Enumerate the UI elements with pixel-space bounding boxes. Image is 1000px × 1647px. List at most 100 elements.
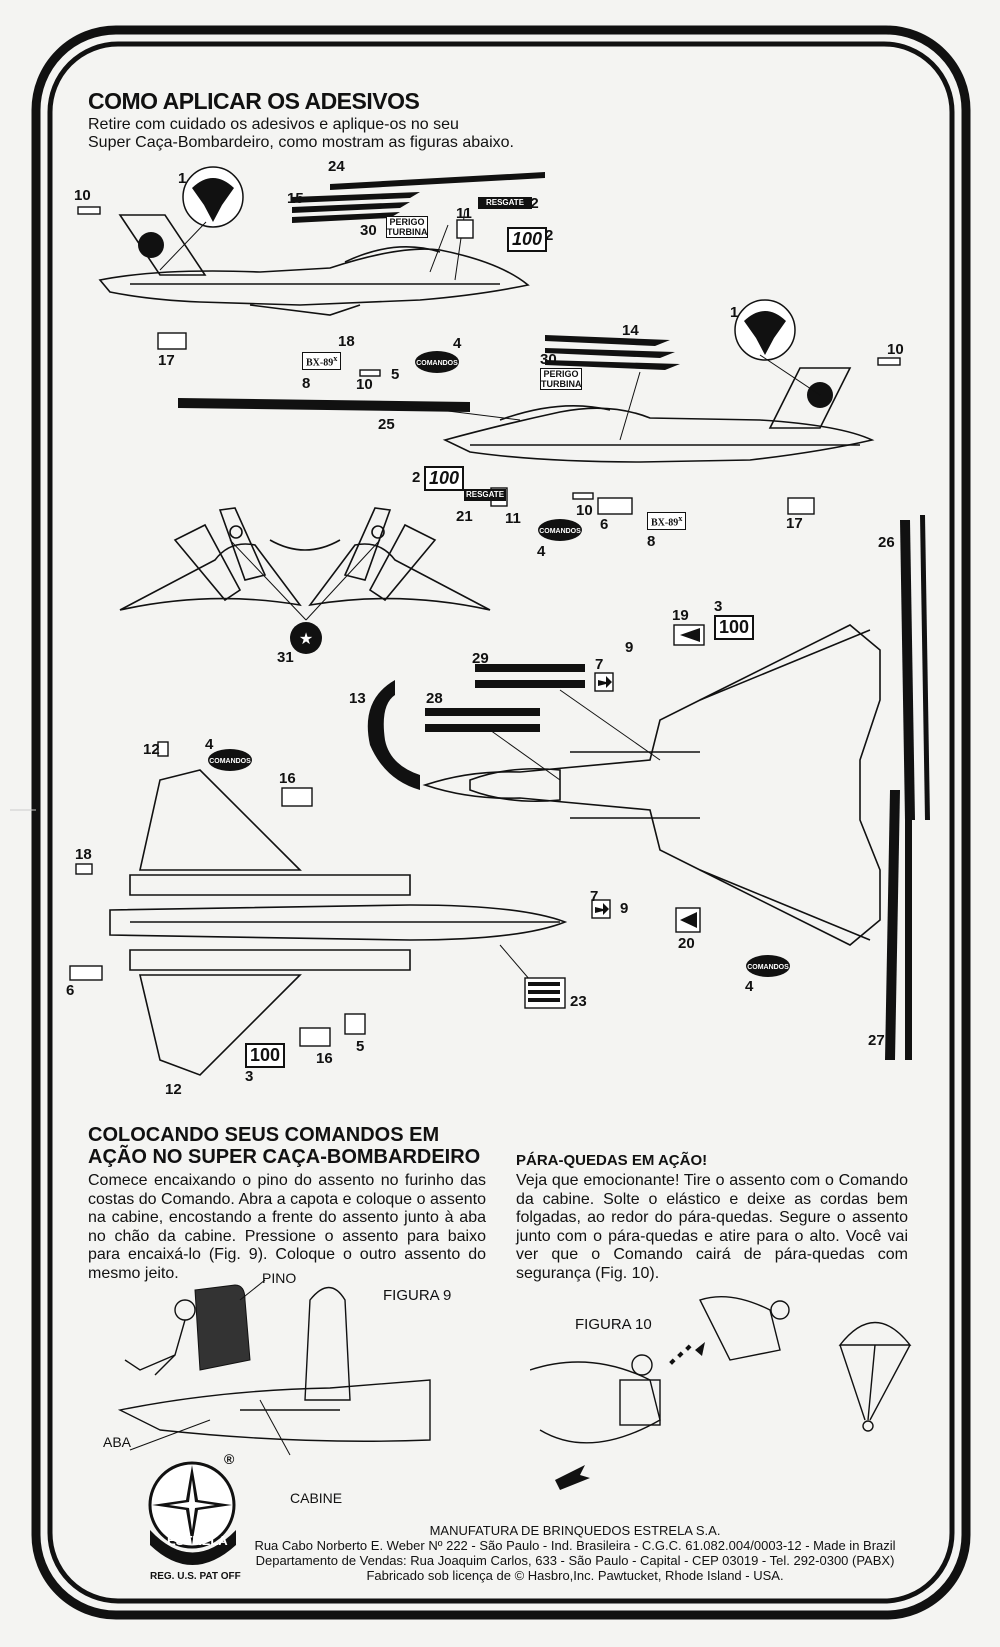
- callout-13: 13: [349, 690, 366, 707]
- section-left-body: Comece encaixando o pino do assento no f…: [88, 1172, 486, 1282]
- callout-10a: 10: [74, 187, 91, 204]
- section-right-body: Veja que emocionante! Tire o assento com…: [516, 1172, 908, 1282]
- callout-21: 21: [456, 508, 473, 525]
- callout-10d: 10: [576, 502, 593, 519]
- callout-17a: 17: [158, 352, 175, 369]
- hundred-decal-c: 100: [714, 615, 755, 640]
- callout-18a: 18: [338, 333, 355, 350]
- callout-28: 28: [426, 690, 443, 707]
- callout-26: 26: [878, 534, 895, 551]
- intro-text: Retire com cuidado os adesivos e aplique…: [88, 116, 548, 152]
- callout-15: 15: [287, 190, 304, 207]
- figure-9-illustration: [117, 1279, 431, 1456]
- star-roundel-icon: [290, 622, 322, 654]
- callout-4a: 4: [453, 335, 462, 352]
- callout-4c: 4: [205, 736, 214, 753]
- callout-17b: 17: [786, 515, 803, 532]
- jet-top-view: [422, 624, 881, 946]
- callout-11b: 11: [505, 510, 521, 527]
- heading-line-2: AÇÃO NO SUPER CAÇA-BOMBARDEIRO: [88, 1146, 481, 1168]
- callout-9a: 9: [625, 639, 634, 656]
- callout-1a: 1: [178, 170, 187, 187]
- callout-11a: 11: [456, 205, 472, 222]
- callout-8b: 8: [647, 533, 656, 550]
- callout-25: 25: [378, 416, 395, 433]
- callout-7a: 7: [595, 656, 604, 673]
- jet-bottom-view: [109, 769, 568, 1076]
- callout-30a: 30: [360, 222, 377, 239]
- callout-10b: 10: [356, 376, 373, 393]
- callout-18b: 18: [75, 846, 92, 863]
- callout-19: 19: [672, 607, 689, 624]
- callout-12a: 12: [143, 741, 160, 758]
- hundred-decal-d: 100: [245, 1043, 286, 1068]
- callout-10c: 10: [887, 341, 904, 358]
- callout-7b: 7: [590, 888, 599, 905]
- bx-decal-b: BX-89x: [647, 512, 687, 531]
- callout-1b: 1: [730, 304, 739, 321]
- callout-22: 22: [522, 195, 539, 212]
- estrela-brand-text: ESTRELA: [167, 1533, 228, 1548]
- comandos-text-b: COMANDOS: [539, 528, 581, 535]
- callout-4b: 4: [537, 543, 546, 560]
- footer-line-2: Rua Cabo Norberto E. Weber Nº 222 - São …: [254, 1538, 896, 1553]
- perigo-line1: PERIGO: [543, 369, 579, 379]
- eagle-emblem-icon: [138, 166, 833, 408]
- svg-text:★: ★: [299, 629, 313, 648]
- bx-text: BX-89: [306, 357, 334, 369]
- resgate-decal-b: RESGATE: [464, 489, 506, 501]
- figure-10-illustration: [530, 1295, 912, 1490]
- callout-12b: 12: [165, 1081, 182, 1098]
- bx-text: BX-89: [651, 517, 679, 529]
- callout-29: 29: [472, 650, 489, 667]
- callout-16b: 16: [316, 1050, 333, 1067]
- callout-9b: 9: [620, 900, 629, 917]
- intro-line-1: Retire com cuidado os adesivos e aplique…: [88, 116, 459, 133]
- figure-9-caption: FIGURA 9: [383, 1287, 452, 1304]
- decal-diagram: ★: [69, 166, 930, 1076]
- resgate-decal-a: RESGATE: [478, 197, 532, 209]
- footer-line-1: MANUFATURA DE BRINQUEDOS ESTRELA S.A.: [429, 1523, 721, 1538]
- comandos-badge-icon: [208, 351, 790, 977]
- bx-sup: x: [678, 514, 683, 523]
- hundred-decal-b: 100: [424, 466, 465, 491]
- perigo-line2: TURBINA: [387, 227, 428, 237]
- section-right-heading: PÁRA-QUEDAS EM AÇÃO!: [516, 1152, 708, 1169]
- callout-30b: 30: [540, 351, 557, 368]
- callout-20: 20: [678, 935, 695, 952]
- leader-lines: [159, 209, 821, 981]
- footer: MANUFATURA DE BRINQUEDOS ESTRELA S.A. Ru…: [250, 1523, 900, 1583]
- footer-line-4: Fabricado sob licença de © Hasbro,Inc. P…: [366, 1568, 784, 1583]
- callout-14: 14: [622, 322, 639, 339]
- heading-line-1: COLOCANDO SEUS COMANDOS EM: [88, 1124, 440, 1146]
- callout-16a: 16: [279, 770, 296, 787]
- tail-view: [119, 507, 491, 611]
- callout-6b: 6: [66, 982, 75, 999]
- page-title: COMO APLICAR OS ADESIVOS: [88, 88, 420, 114]
- label-pino: PINO: [262, 1270, 297, 1286]
- label-cabine: CABINE: [290, 1490, 343, 1506]
- footer-line-3: Departamento de Vendas: Rua Joaquim Carl…: [255, 1553, 895, 1568]
- callout-8a: 8: [302, 375, 311, 392]
- callout-6a: 6: [600, 516, 609, 533]
- hundred-decal-a: 100: [507, 227, 548, 252]
- jet-side-view-2: [442, 367, 875, 463]
- callout-27: 27: [868, 1032, 885, 1049]
- callout-3a: 3: [714, 598, 723, 615]
- section-left-heading: COLOCANDO SEUS COMANDOS EM AÇÃO NO SUPER…: [88, 1124, 480, 1168]
- reg-pat-text: REG. U.S. PAT OFF: [150, 1571, 241, 1582]
- callout-24: 24: [328, 158, 345, 175]
- callout-3b: 3: [245, 1068, 254, 1085]
- intro-line-2: Super Caça-Bombardeiro, como mostram as …: [88, 134, 514, 151]
- callout-5a: 5: [391, 366, 400, 383]
- estrela-logo: [148, 1461, 236, 1565]
- label-aba: ABA: [103, 1434, 132, 1450]
- comandos-text-c: COMANDOS: [209, 758, 251, 765]
- perigo-line1: PERIGO: [389, 217, 425, 227]
- stripe-decals: [178, 172, 930, 1060]
- callout-5b: 5: [356, 1038, 365, 1055]
- callout-2a: 2: [545, 227, 554, 244]
- bx-decal-a: BX-89x: [302, 352, 342, 371]
- bx-sup: x: [333, 354, 338, 363]
